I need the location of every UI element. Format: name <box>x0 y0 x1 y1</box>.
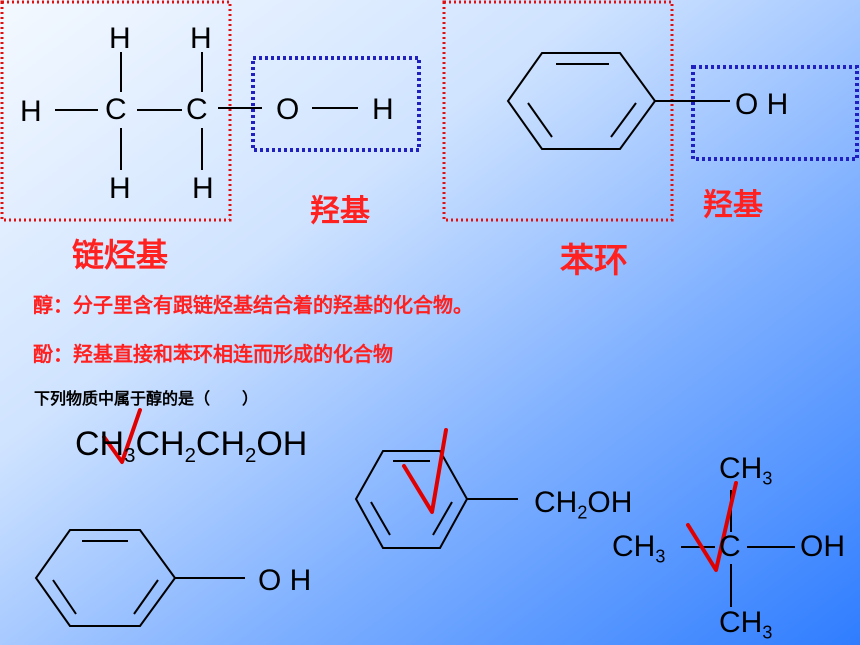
tert-butanol-left-ch3: CH3 <box>612 530 666 567</box>
atom-h-left: H <box>20 95 42 128</box>
tert-butanol-oh: OH <box>800 530 845 563</box>
chain-group-box <box>0 0 232 222</box>
phenol-definition: 酚：羟基直接和苯环相连而形成的化合物 <box>33 342 393 366</box>
chain-hydrocarbon-label: 链烃基 <box>72 236 169 274</box>
benzene-ring-box <box>442 0 674 222</box>
phenol-hydroxyl-box <box>691 65 859 161</box>
question-text: 下列物质中属于醇的是（ ） <box>34 389 259 408</box>
option-benzyl-alcohol[interactable]: CH2OH <box>534 486 633 523</box>
alcohol-definition: 醇：分子里含有跟链烃基结合着的羟基的化合物。 <box>33 293 473 317</box>
option-phenol[interactable]: O H <box>258 564 312 597</box>
phenol-top-oh: O H <box>735 88 789 121</box>
atom-h-bottom-right: H <box>192 172 214 205</box>
benzene-ring-label: 苯环 <box>560 241 628 281</box>
check-mark-propanol <box>102 408 142 464</box>
tert-butanol-top-ch3: CH3 <box>719 452 773 489</box>
option-propanol[interactable]: CH3CH2CH2OH <box>75 425 308 468</box>
tert-butanol-bottom-ch3: CH3 <box>719 606 773 643</box>
atom-h-right: H <box>372 93 394 126</box>
phenol-top-ring <box>506 52 730 150</box>
check-mark-tert-butanol <box>686 481 738 572</box>
atom-h-top-left: H <box>109 22 131 55</box>
benzyl-alcohol-ring <box>354 450 518 549</box>
check-mark-benzyl-alcohol <box>402 428 448 514</box>
atom-h-top-right: H <box>190 22 212 55</box>
hydroxyl-group-box <box>251 56 421 152</box>
phenol-bottom-ring <box>34 529 245 627</box>
hydroxyl-label: 羟基 <box>310 194 370 229</box>
atom-o: O <box>276 93 300 126</box>
atom-h-bottom-left: H <box>109 172 131 205</box>
tert-butanol-center-c: C <box>719 530 741 563</box>
phenol-hydroxyl-label: 羟基 <box>703 188 763 223</box>
ethanol-bonds <box>55 52 358 170</box>
atom-c1: C <box>105 93 127 126</box>
atom-c2: C <box>186 93 208 126</box>
